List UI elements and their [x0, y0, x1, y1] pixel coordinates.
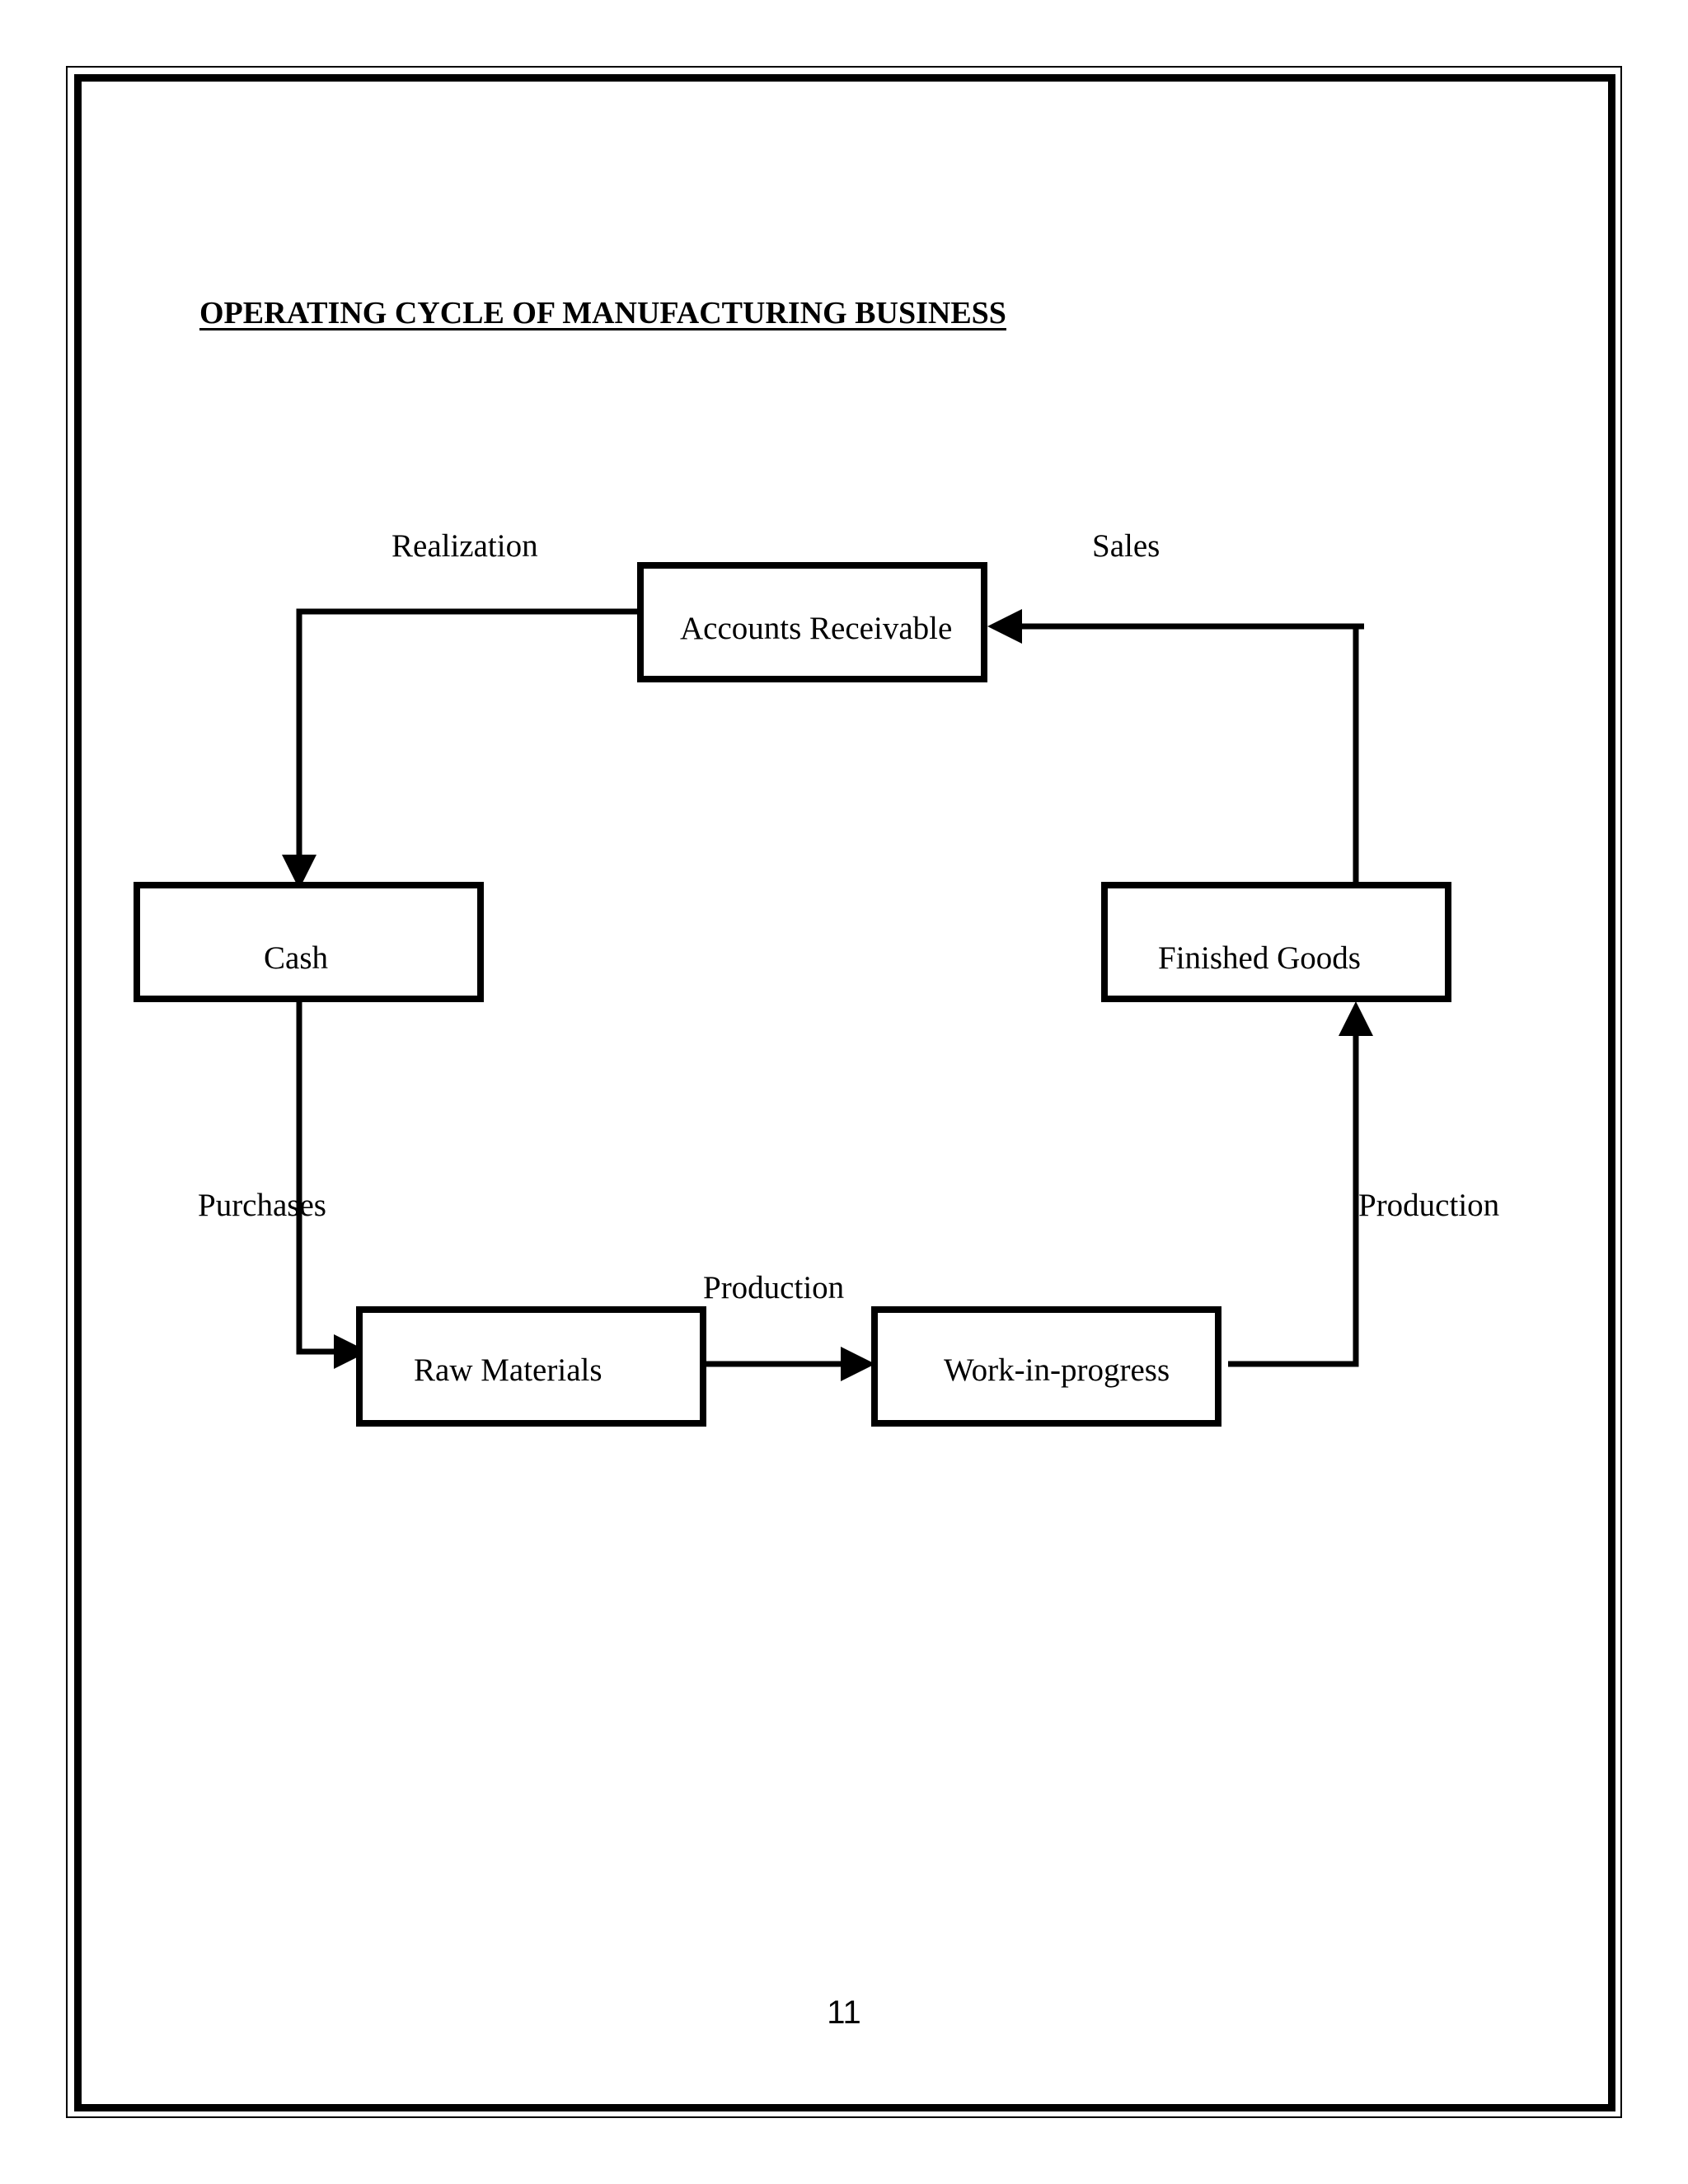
- accounts-receivable-label: Accounts Receivable: [680, 611, 953, 646]
- purchases-label: Purchases: [198, 1188, 326, 1223]
- production-label-right: Production: [1358, 1188, 1500, 1223]
- raw-materials-box: [356, 1306, 706, 1427]
- page-number: 11: [827, 1994, 861, 2031]
- sales-label: Sales: [1092, 528, 1160, 564]
- page-title: OPERATING CYCLE OF MANUFACTURING BUSINES…: [199, 296, 1006, 330]
- sales-arrow: [987, 609, 1364, 883]
- production-label-middle: Production: [703, 1270, 845, 1305]
- cash-box: [134, 882, 484, 1002]
- finished-goods-label: Finished Goods: [1158, 940, 1361, 976]
- work-in-progress-label: Work-in-progress: [944, 1352, 1170, 1388]
- cash-label: Cash: [264, 940, 328, 976]
- raw-materials-label: Raw Materials: [414, 1352, 603, 1388]
- accounts-receivable-box: [637, 562, 987, 682]
- finished-goods-box: [1101, 882, 1451, 1002]
- production-arrow-right: [1228, 1001, 1373, 1367]
- realization-arrow: [282, 608, 639, 889]
- page-border-outer: [66, 66, 1622, 2118]
- work-in-progress-box: [871, 1306, 1221, 1427]
- realization-label: Realization: [392, 528, 538, 564]
- page-border-inner: [74, 74, 1615, 2111]
- purchases-arrow: [296, 1001, 368, 1369]
